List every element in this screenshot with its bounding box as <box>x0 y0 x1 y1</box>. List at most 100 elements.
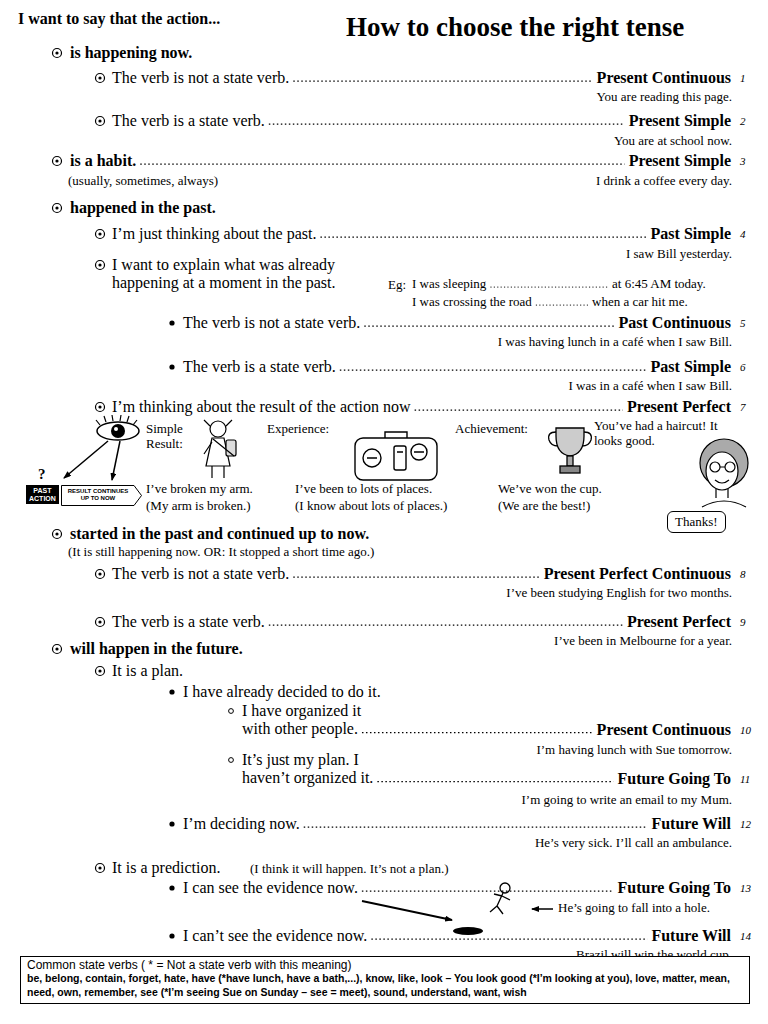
condition-text: I’m thinking about the result of the act… <box>112 398 411 416</box>
rule-number: 3 <box>740 155 746 168</box>
example-sentence: He’s very sick. I’ll call an ambulance. <box>535 836 732 851</box>
note-text: (We are the best!) <box>498 499 590 514</box>
dotted-leader <box>140 164 624 165</box>
circle-bullet <box>98 620 101 623</box>
woman-face-figure-part <box>710 462 720 472</box>
condition-text: I have already decided to do it. <box>183 683 381 701</box>
note-text: (I know about lots of places.) <box>295 499 447 514</box>
eye-icon-part <box>114 427 118 431</box>
falling-man-figure-part <box>500 883 510 893</box>
note-text: (usually, sometimes, always) <box>68 174 218 189</box>
section-heading: happened in the past. <box>70 199 216 217</box>
tense-name: Past Simple <box>651 358 731 376</box>
dot-bullet <box>169 885 174 890</box>
dotted-leader <box>536 305 588 306</box>
circle-bullet <box>55 206 58 209</box>
circle-bullet <box>96 864 105 873</box>
circle-bullet <box>98 263 101 266</box>
eye-icon-part <box>64 441 108 478</box>
condition-text: I can’t see the evidence now. <box>183 927 367 945</box>
condition-text: It’s just my plan. I haven’t organized i… <box>242 751 392 788</box>
box-text: PAST ACTION <box>29 487 56 502</box>
circle-bullet <box>98 669 101 672</box>
tense-name: Present Continuous <box>597 69 731 87</box>
tense-name: Future Will <box>651 815 731 833</box>
circle-bullet <box>98 119 101 122</box>
condition-text: The verb is not a state verb. <box>183 314 360 332</box>
example-sentence: I was in a café when I saw Bill. <box>568 379 732 394</box>
tense-name: Present Perfect <box>627 398 731 416</box>
suitcase-icon-part <box>385 432 407 438</box>
arrow-outline-shape <box>62 486 142 506</box>
rule-number: 12 <box>740 818 751 831</box>
circle-bullet <box>96 667 105 676</box>
note-text: (I think it will happen. It’s not a plan… <box>250 862 449 877</box>
girl-with-cast-figure-part <box>210 421 226 437</box>
rule-number: 14 <box>740 930 751 943</box>
note-text: when a car hit me. <box>592 295 688 310</box>
dotted-leader <box>269 124 625 125</box>
dotted-leader <box>269 625 623 626</box>
eye-icon-part <box>112 441 120 480</box>
dot-bullet <box>169 689 174 694</box>
past-action-box: PAST ACTION <box>26 485 59 504</box>
example-sentence: I was having lunch in a café when I saw … <box>498 335 732 350</box>
tense-name: Future Going To <box>617 770 731 788</box>
box-text: RESULT CONTINUES UP TO NOW <box>65 488 131 502</box>
rule-number: 10 <box>740 724 751 737</box>
example-sentence: I’m going to write an email to my Mum. <box>522 793 733 808</box>
woman-face-figure-part <box>725 462 735 472</box>
section-heading: is a habit. <box>70 152 136 170</box>
note-text: I’ve broken my arm. <box>146 482 253 497</box>
condition-text: I’m deciding now. <box>183 815 300 833</box>
dotted-leader <box>304 827 648 828</box>
dotted-leader <box>320 237 646 238</box>
circle-bullet <box>96 618 105 627</box>
condition-text: It is a prediction. <box>112 859 220 877</box>
box-body-text: be, belong, contain, forget, hate, have … <box>27 972 743 999</box>
note-text: Achievement: <box>455 422 528 437</box>
falling-man-figure <box>490 883 510 914</box>
note-text: at 6:45 AM today. <box>612 277 706 292</box>
note-text: (My arm is broken.) <box>146 499 251 514</box>
girl-with-cast-figure-part <box>213 439 234 456</box>
dot-bullet <box>169 933 174 938</box>
note-text: (It is still happening now. OR: It stopp… <box>68 545 374 560</box>
circle-bullet <box>96 261 105 270</box>
note-text: You’ve had a haircut! It looks good. <box>594 419 730 449</box>
box-text: Common state verbs ( * = Not a state ver… <box>27 958 743 972</box>
condition-text: The verb is not a state verb. <box>112 565 289 583</box>
example-sentence: You are reading this page. <box>596 90 732 105</box>
rule-number: 6 <box>740 361 746 374</box>
condition-text: The verb is a state verb. <box>183 358 336 376</box>
circle-bullet <box>96 117 105 126</box>
example-sentence: I saw Bill yesterday. <box>626 247 732 262</box>
tense-name: Past Continuous <box>619 314 731 332</box>
pointer-arrow <box>532 908 553 910</box>
speech-bubble: Thanks! <box>667 511 726 533</box>
rule-number: 2 <box>740 115 746 128</box>
tense-name: Present Perfect <box>627 613 731 631</box>
condition-text: I’m just thinking about the past. <box>112 225 316 243</box>
trophy-icon-part <box>556 428 584 456</box>
condition-text: The verb is a state verb. <box>112 613 265 631</box>
page-title: How to choose the right tense <box>346 12 684 43</box>
example-sentence: You are at school now. <box>614 134 732 149</box>
dotted-leader <box>362 891 614 892</box>
circle-bullet <box>53 49 62 58</box>
eye-icon <box>64 415 139 480</box>
circle-bullet <box>96 230 105 239</box>
circle-bullet <box>98 405 101 408</box>
example-sentence: I’ve been in Melbourne for a year. <box>554 634 732 649</box>
dot-bullet <box>169 821 174 826</box>
note-text: We’ve won the cup. <box>498 482 602 497</box>
tense-name: Present Continuous <box>597 721 731 739</box>
rule-number: 8 <box>740 568 746 581</box>
circle-bullet <box>55 159 58 162</box>
eye-icon-part <box>111 424 125 438</box>
example-sentence: I’ve been studying English for two month… <box>506 586 732 601</box>
dotted-leader <box>377 781 613 782</box>
note-text: I was sleeping <box>412 277 486 292</box>
ring-bullet <box>229 709 234 714</box>
